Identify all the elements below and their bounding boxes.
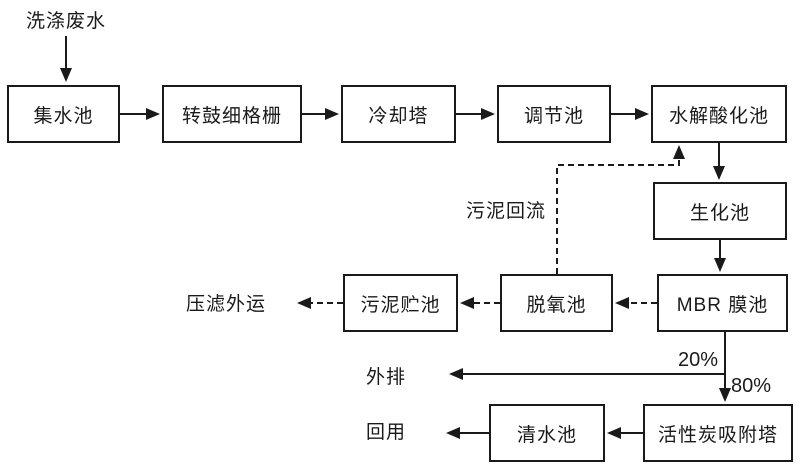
node-clean-water-tank: 清水池: [489, 404, 605, 462]
node-mbr-membrane-tank: MBR 膜池: [657, 274, 788, 332]
node-sludge-storage-tank: 污泥贮池: [343, 274, 458, 332]
label-reuse: 回用: [366, 422, 407, 443]
label-filter-press-outbound: 压滤外运: [186, 294, 267, 315]
node-cooling-tower: 冷却塔: [341, 85, 456, 143]
node-collection-tank: 集水池: [7, 85, 120, 143]
label-discharge: 外排: [366, 367, 407, 388]
node-deoxygenation-tank: 脱氧池: [500, 274, 613, 332]
node-hydrolysis-acidification-tank: 水解酸化池: [651, 85, 787, 143]
node-activated-carbon-tower: 活性炭吸附塔: [643, 404, 793, 462]
label-percent-20: 20%: [678, 349, 719, 371]
node-biochemical-tank: 生化池: [653, 182, 787, 240]
arrow-sludge-return-dashed: [556, 145, 685, 274]
node-drum-fine-screen: 转鼓细格栅: [162, 85, 302, 143]
node-regulating-tank: 调节池: [497, 85, 611, 143]
label-sludge-return: 污泥回流: [466, 201, 547, 222]
label-percent-80: 80%: [731, 375, 772, 397]
label-influent: 洗涤废水: [26, 11, 107, 32]
